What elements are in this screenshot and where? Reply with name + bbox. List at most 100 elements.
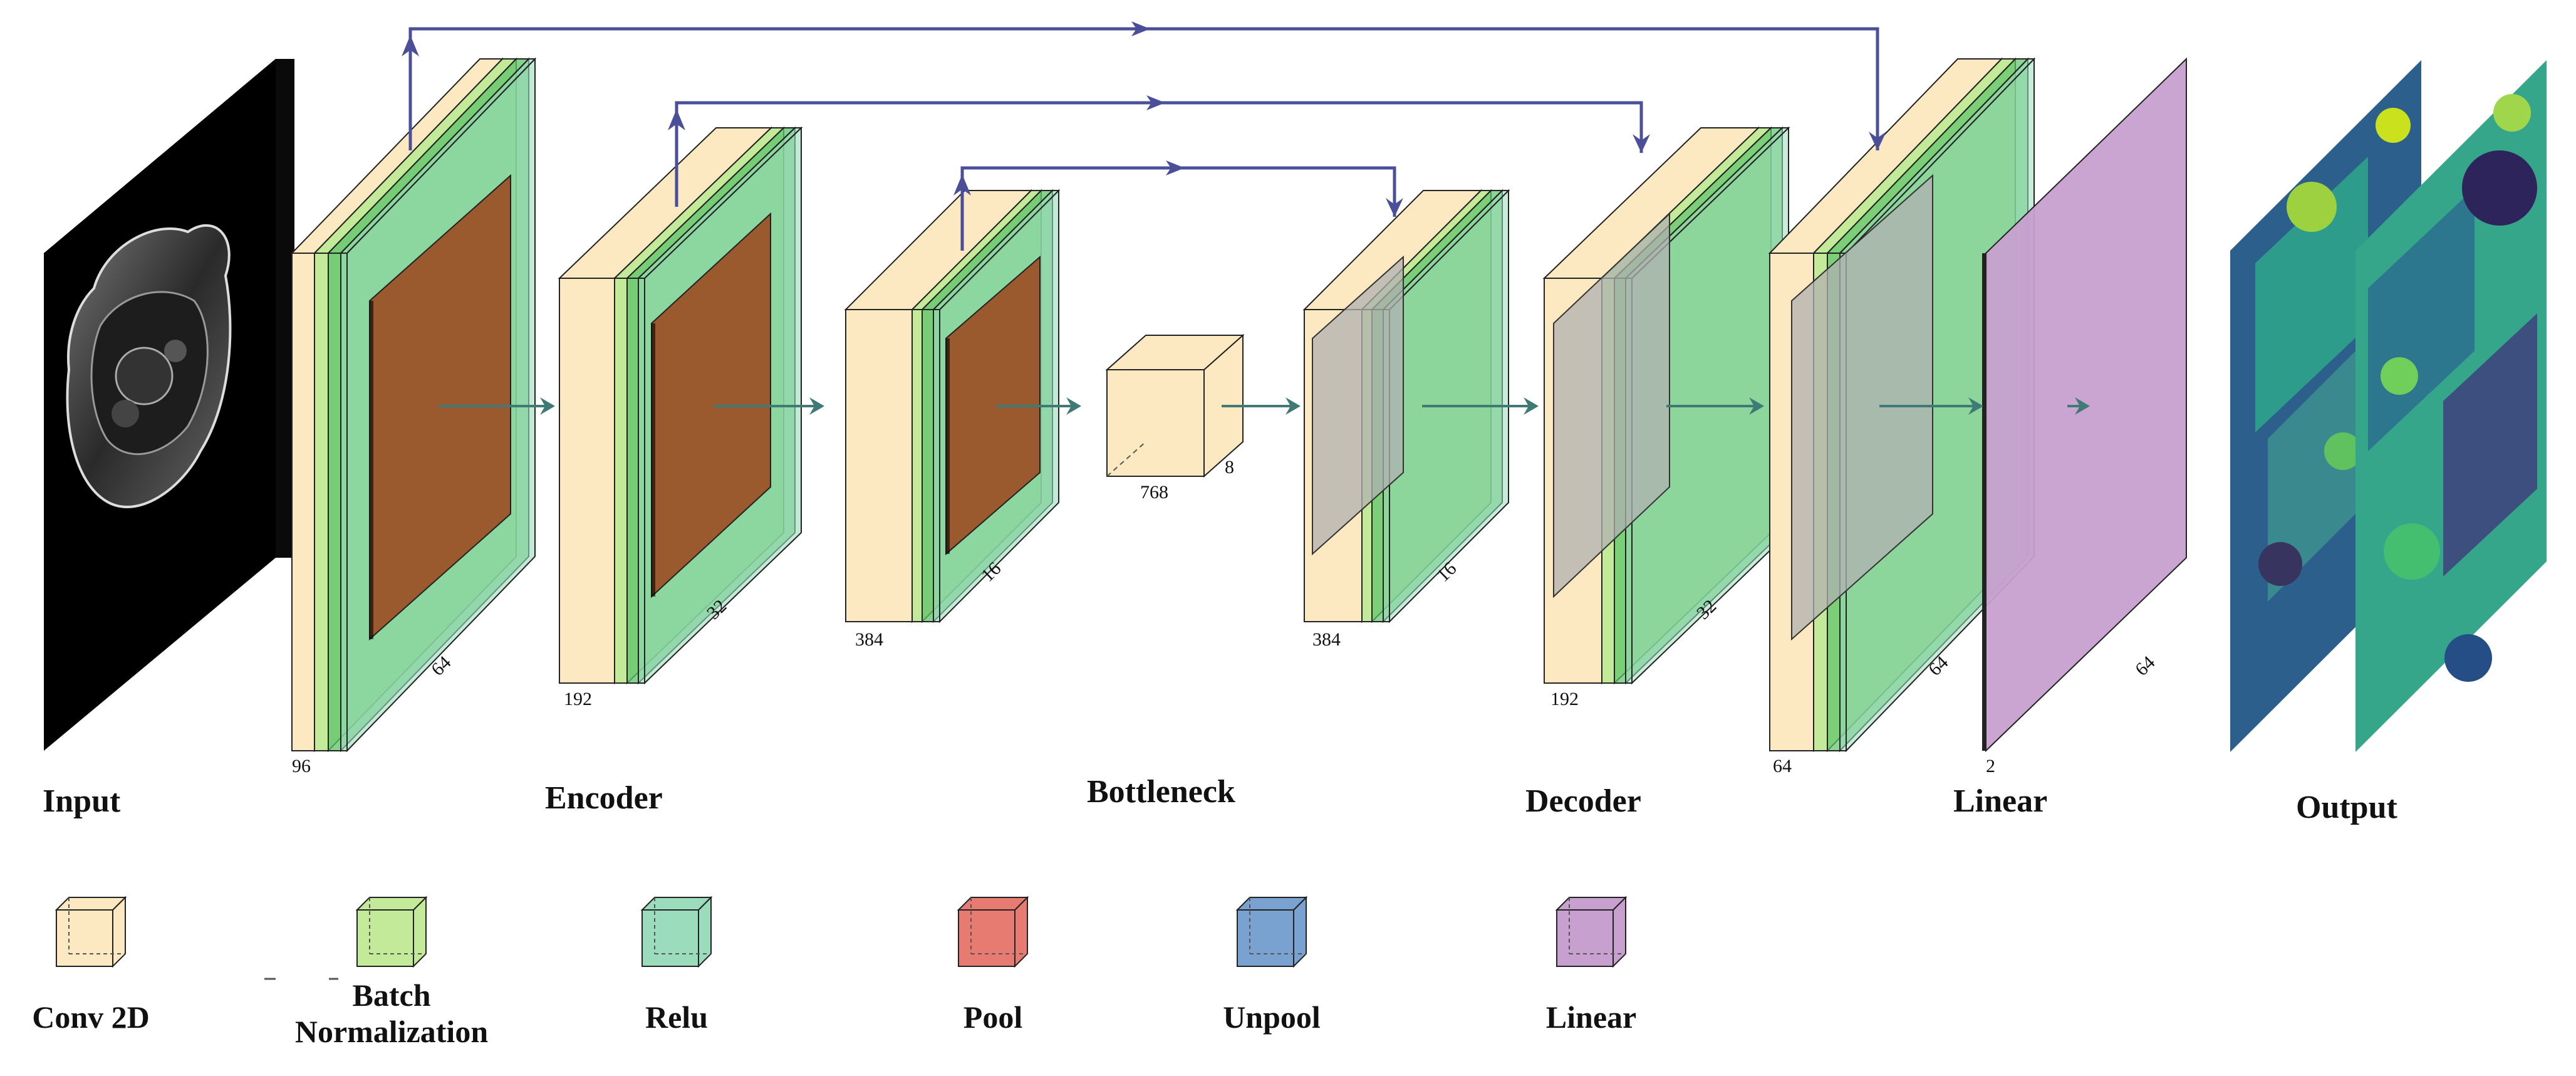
skip-mid-arrowhead-1 <box>1146 95 1165 110</box>
legend-cube-icon-1 <box>355 896 428 968</box>
bottleneck-channels-label: 768 <box>1140 482 1168 503</box>
legend-label-line: Relu <box>645 1000 708 1035</box>
flow-arrowhead-1 <box>809 397 824 415</box>
enc1-pool-edge <box>370 301 373 639</box>
cube-top <box>1555 897 1628 911</box>
cube-front <box>56 909 113 967</box>
skip-up-arrowhead-1 <box>668 109 685 130</box>
flow-arrowhead-0 <box>540 397 555 415</box>
enc3-channels-label: 384 <box>855 629 883 650</box>
enc1-channels-label: 96 <box>292 756 311 776</box>
legend-cube-icon-5 <box>1555 896 1628 968</box>
dec1-unpool-face <box>1791 174 1933 641</box>
dec1-unpool <box>1791 174 1933 641</box>
enc2-pool <box>651 212 771 598</box>
flow-arrowhead-3 <box>1285 397 1301 415</box>
legend-label-line: Pool <box>963 1000 1023 1035</box>
flow-arrowhead-2 <box>1066 397 1081 415</box>
dec3-unpool-face <box>1312 255 1404 556</box>
dec2-unpool <box>1553 212 1670 598</box>
dec1-channels-label: 64 <box>1773 756 1792 776</box>
block-bottleneck: 768 8 <box>1105 333 1245 503</box>
label-output: Output <box>2296 790 2398 825</box>
legend-cube-icon-0 <box>55 896 127 968</box>
legend-cube-icon-4 <box>1235 896 1308 968</box>
bottleneck-size-label: 8 <box>1225 457 1234 478</box>
enc3-relu-front <box>922 309 934 622</box>
skip-connection-0 <box>408 27 1879 150</box>
skip-down-arrowhead-0 <box>1869 132 1886 150</box>
linear-size-label: 64 <box>2131 652 2159 680</box>
legend-label-line: Normalization <box>295 1014 488 1049</box>
label-decoder: Decoder <box>1525 783 1641 819</box>
flow-arrowhead-6 <box>1968 397 1983 415</box>
legend-item-3: Pool <box>957 896 1029 1035</box>
legend-label-4: Unpool <box>1223 1000 1321 1035</box>
skip-down-arrowhead-2 <box>1386 198 1403 217</box>
enc3-relu-back-front <box>933 309 940 622</box>
enc1-conv-front <box>291 253 315 751</box>
skip-mid-arrowhead-0 <box>1131 21 1150 36</box>
cube-top <box>55 897 127 911</box>
enc1-relu-back-front <box>340 253 348 751</box>
label-bottleneck: Bottleneck <box>1087 774 1235 810</box>
input-image-stack <box>44 59 294 751</box>
cube-front <box>1237 909 1294 967</box>
enc1-relu-front <box>328 253 341 751</box>
flow-arrowhead-7 <box>2075 397 2090 415</box>
legend-item-5: Linear <box>1546 896 1636 1035</box>
flow-arrowhead-4 <box>1524 397 1539 415</box>
dec2-unpool-face <box>1553 212 1670 598</box>
legend-item-2: Relu <box>640 896 713 1035</box>
legend-cube-icon-3 <box>957 896 1029 968</box>
dec3-channels-label: 384 <box>1312 629 1341 650</box>
cube-front <box>641 909 699 967</box>
skip-up-arrowhead-0 <box>402 35 419 56</box>
skip-connections <box>402 21 1886 251</box>
cube-top <box>640 897 713 911</box>
enc3-pool <box>945 255 1041 556</box>
enc2-batchnorm-front <box>614 278 628 684</box>
enc1-batchnorm-front <box>314 253 329 751</box>
legend-label-5: Linear <box>1546 1000 1636 1035</box>
label-linear: Linear <box>1953 783 2047 819</box>
legend-label-3: Pool <box>963 1000 1023 1035</box>
label-encoder: Encoder <box>545 780 663 816</box>
label-input: Input <box>43 783 121 819</box>
output-maps <box>2230 60 2547 752</box>
skip-up-arrowhead-2 <box>953 174 971 196</box>
enc3-conv-front <box>845 309 913 622</box>
skip-mid-arrowhead-2 <box>1166 160 1185 175</box>
enc3-pool-edge <box>946 338 950 554</box>
enc2-pool-edge <box>652 323 655 597</box>
linear-edge <box>1982 253 1986 751</box>
enc2-relu-back-front <box>638 278 645 684</box>
legend-label-line: Batch <box>353 978 431 1013</box>
cube-front <box>356 909 414 967</box>
legend-cube-icon-2 <box>640 896 713 968</box>
enc3-batchnorm-front <box>911 309 923 622</box>
legend-label-line: Unpool <box>1223 1000 1321 1035</box>
cube-front <box>1556 909 1614 967</box>
legend-label-2: Relu <box>645 1000 708 1035</box>
legend-label-line: Linear <box>1546 1000 1636 1035</box>
cube-top <box>1235 897 1308 911</box>
legend-label-0: Conv 2D <box>32 1000 150 1035</box>
bottleneck-conv-front <box>1106 369 1205 477</box>
enc2-channels-label: 192 <box>564 689 592 709</box>
dec2-channels-label: 192 <box>1550 689 1579 709</box>
legend-item-4: Unpool <box>1223 896 1321 1035</box>
cube-top <box>957 897 1029 911</box>
skip-down-arrowhead-1 <box>1633 134 1650 153</box>
